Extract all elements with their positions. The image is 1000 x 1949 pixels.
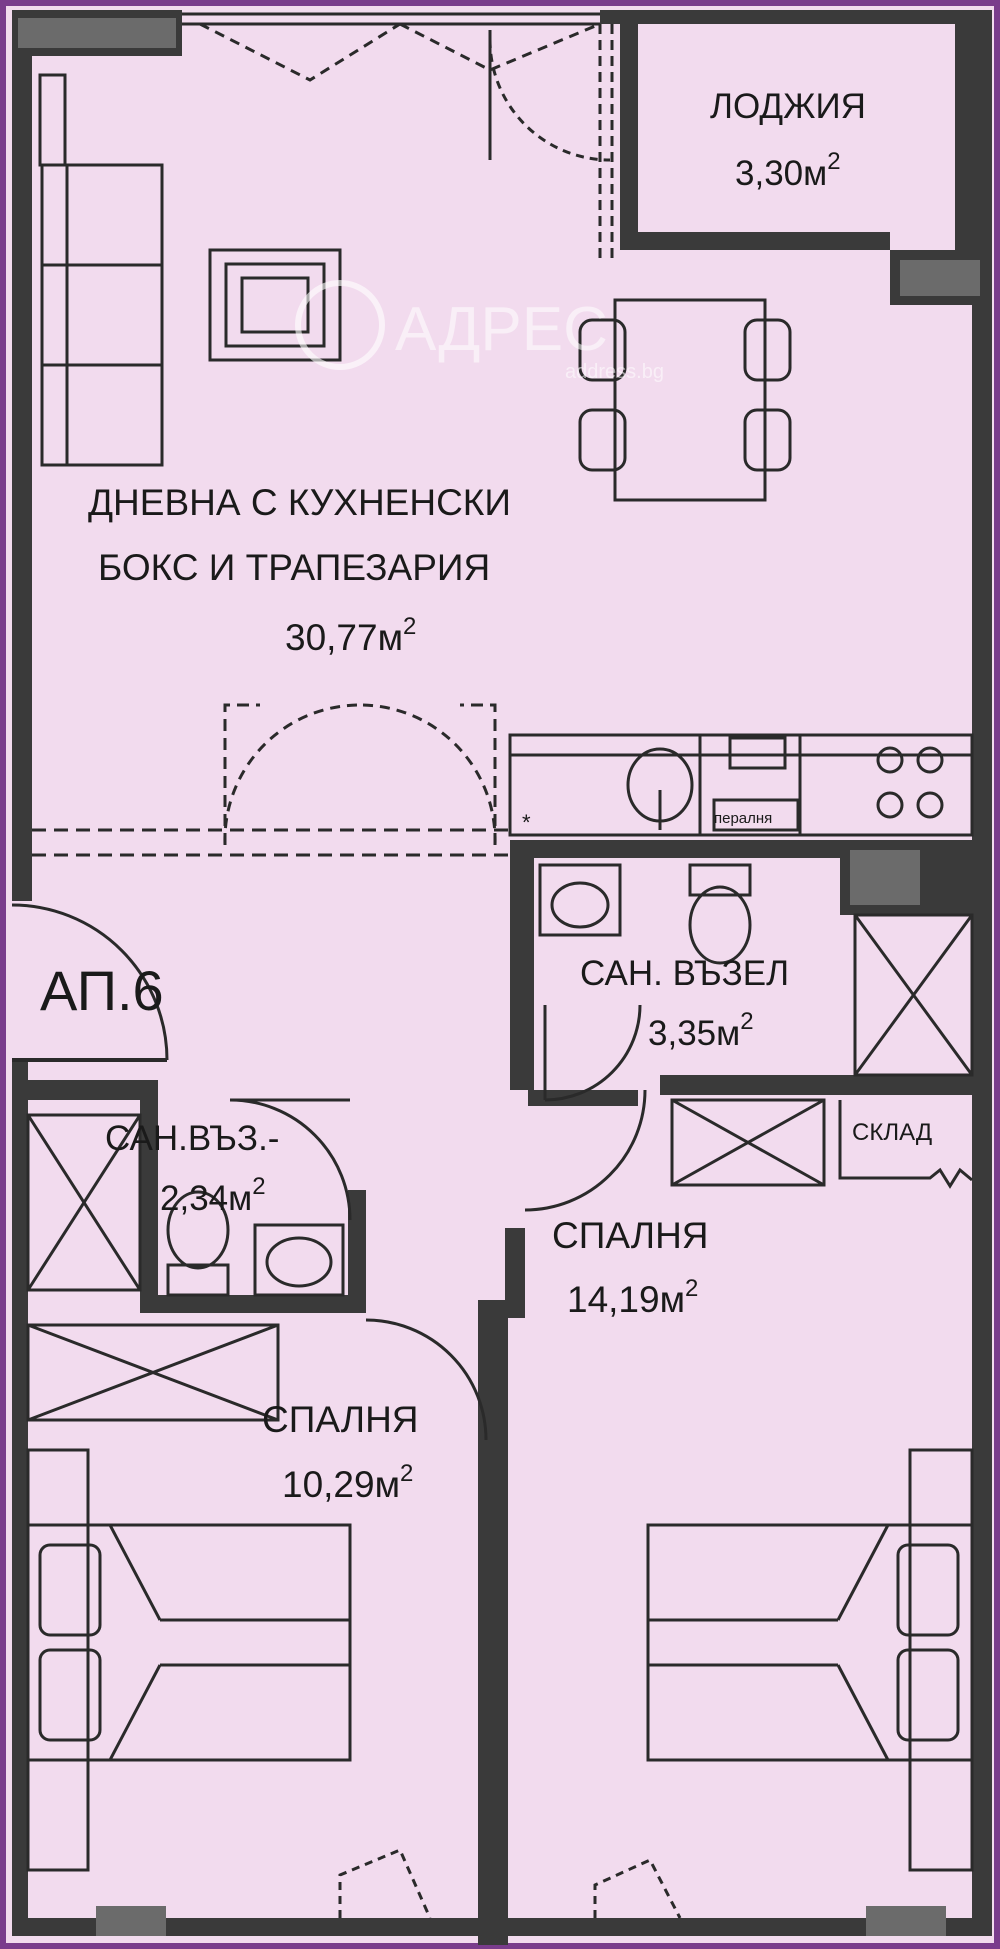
bath1-area: 3,35м2 xyxy=(648,1008,754,1053)
asterisk-mark: * xyxy=(522,810,531,835)
loggia-area-sup: 2 xyxy=(827,148,840,175)
watermark-site: address.bg xyxy=(565,361,664,383)
living-area: 30,77м2 xyxy=(285,613,416,658)
living-area-sup: 2 xyxy=(403,613,416,640)
sofa xyxy=(38,73,164,467)
bedroom-large-name: СПАЛНЯ xyxy=(552,1215,709,1256)
bed-small-bedroom xyxy=(26,1448,352,1872)
bedroom-large-area-sup: 2 xyxy=(685,1275,698,1302)
washer-label: пералня xyxy=(714,810,772,827)
storage-unit xyxy=(670,1098,973,1189)
bath2-fixtures xyxy=(26,1113,345,1297)
dining-table xyxy=(578,298,792,502)
bedroom-large-area: 14,19м2 xyxy=(567,1275,698,1320)
loggia-area: 3,30м2 xyxy=(735,148,841,193)
coffee-table xyxy=(208,248,342,362)
storage-name: СКЛАД xyxy=(852,1119,932,1146)
loggia-name: ЛОДЖИЯ xyxy=(710,87,866,126)
windows-doors xyxy=(11,12,682,1919)
bedroom-small-area-sup: 2 xyxy=(400,1460,413,1487)
bath1-name: САН. ВЪЗЕЛ xyxy=(580,954,789,993)
bath2-area-sup: 2 xyxy=(252,1173,265,1200)
bedroom-small-name: СПАЛНЯ xyxy=(262,1399,419,1440)
bath1-fixtures xyxy=(538,863,974,1077)
watermark-brand: АДРЕС xyxy=(395,295,608,364)
watermark-logo-icon xyxy=(295,280,385,370)
bath1-area-sup: 2 xyxy=(740,1008,753,1035)
wardrobe-small-bedroom xyxy=(26,1323,280,1422)
bath2-area: 2,34м2 xyxy=(160,1173,266,1218)
apartment-label: АП.6 xyxy=(40,959,164,1022)
living-name-line1: ДНЕВНА С КУХНЕНСКИ xyxy=(88,482,511,523)
watermark: АДРЕС address.bg xyxy=(295,280,664,383)
bath2-name: САН.ВЪЗ.- xyxy=(105,1119,279,1158)
bedroom-small-area: 10,29м2 xyxy=(282,1460,413,1505)
living-name-line2: БОКС И ТРАПЕЗАРИЯ xyxy=(98,547,490,588)
kitchen-counter xyxy=(508,733,974,837)
bed-large-bedroom xyxy=(646,1448,974,1872)
walls xyxy=(12,10,992,1945)
